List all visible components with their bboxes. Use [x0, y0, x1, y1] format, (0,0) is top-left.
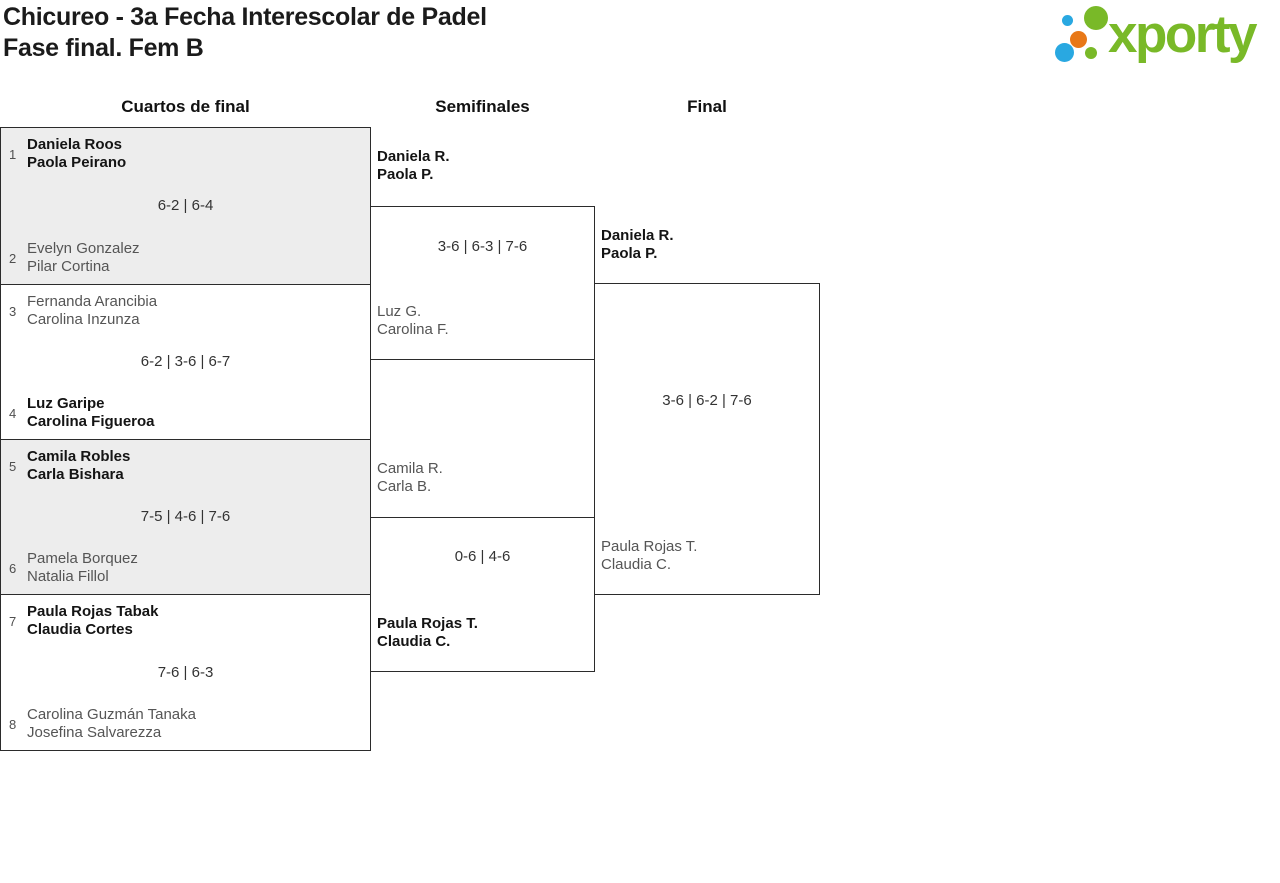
- team-label: Luz G. Carolina F.: [377, 303, 449, 339]
- match-score: 6-2 | 3-6 | 6-7: [140, 353, 231, 370]
- round-header-semifinals: Semifinales: [435, 97, 530, 116]
- player-name: Daniela R.: [601, 227, 674, 244]
- player-name: Camila R.: [377, 460, 443, 477]
- seed-number: 6: [9, 560, 17, 576]
- team-entry: 3 Fernanda Arancibia Carolina Inzunza: [1, 293, 157, 329]
- player-name: Paula Rojas T.: [377, 615, 478, 632]
- match-quarterfinal-4[interactable]: 7 Paula Rojas Tabak Claudia Cortes 7-6 |…: [0, 594, 371, 751]
- team-entry: 5 Camila Robles Carla Bishara: [1, 448, 130, 484]
- logo-dot-icon: [1070, 31, 1087, 48]
- match-score: 7-6 | 6-3: [157, 663, 214, 681]
- xporty-logo[interactable]: xporty: [1050, 3, 1280, 69]
- team-entry: 1 Daniela Roos Paola Peirano: [1, 136, 126, 172]
- player-name: Pilar Cortina: [27, 258, 110, 275]
- team-names: Pamela Borquez Natalia Fillol: [27, 550, 138, 586]
- player-name: Daniela R.: [377, 148, 450, 165]
- player-name: Evelyn Gonzalez: [27, 240, 140, 257]
- player-name: Luz G.: [377, 303, 422, 320]
- logo-dot-icon: [1055, 43, 1074, 62]
- round-header-final: Final: [687, 97, 727, 116]
- player-name: Claudia Cortes: [27, 621, 133, 638]
- player-name: Natalia Fillol: [27, 568, 109, 585]
- team-label: Daniela R. Paola P.: [377, 148, 450, 184]
- seed-number: 5: [9, 458, 17, 474]
- match-score: 3-6 | 6-3 | 7-6: [437, 238, 528, 255]
- match-score: 6-2 | 6-4: [157, 197, 214, 214]
- team-names: Carolina Guzmán Tanaka Josefina Salvarez…: [27, 706, 196, 742]
- team-names: Fernanda Arancibia Carolina Inzunza: [27, 293, 157, 329]
- player-name: Daniela Roos: [27, 136, 123, 153]
- player-name: Luz Garipe: [27, 395, 105, 412]
- seed-number: 8: [9, 716, 17, 732]
- page-title: Chicureo - 3a Fecha Interescolar de Pade…: [3, 2, 487, 64]
- page-title-line1: Chicureo - 3a Fecha Interescolar de Pade…: [3, 3, 487, 31]
- player-name: Carla Bishara: [27, 466, 124, 483]
- seed-number: 2: [9, 250, 17, 266]
- player-name: Camila Robles: [27, 448, 131, 465]
- player-name: Carolina F.: [377, 321, 449, 338]
- team-entry: 6 Pamela Borquez Natalia Fillol: [1, 550, 138, 586]
- team-names: Luz Garipe Carolina Figueroa: [27, 395, 155, 431]
- match-quarterfinal-2[interactable]: 3 Fernanda Arancibia Carolina Inzunza 6-…: [0, 284, 371, 440]
- player-name: Paula Rojas T.: [601, 538, 698, 555]
- seed-number: 7: [9, 613, 17, 629]
- player-name: Paola Peirano: [27, 154, 127, 171]
- team-entry: 4 Luz Garipe Carolina Figueroa: [1, 395, 155, 431]
- match-quarterfinal-1[interactable]: 1 Daniela Roos Paola Peirano 6-2 | 6-4 2…: [0, 127, 371, 285]
- team-names: Paula Rojas Tabak Claudia Cortes: [27, 603, 158, 639]
- match-score: 0-6 | 4-6: [454, 548, 511, 565]
- player-name: Carolina Figueroa: [27, 413, 155, 430]
- match-quarterfinal-3[interactable]: 5 Camila Robles Carla Bishara 7-5 | 4-6 …: [0, 439, 371, 595]
- team-label: Paula Rojas T. Claudia C.: [377, 615, 478, 651]
- player-name: Carolina Guzmán Tanaka: [27, 706, 196, 723]
- logo-wordmark: xporty: [1108, 5, 1257, 64]
- player-name: Paola P.: [377, 166, 434, 183]
- round-header-quarterfinals: Cuartos de final: [121, 97, 250, 116]
- team-names: Camila Robles Carla Bishara: [27, 448, 130, 484]
- seed-number: 3: [9, 303, 17, 319]
- team-names: Daniela Roos Paola Peirano: [27, 136, 126, 172]
- page-title-line2: Fase final. Fem B: [3, 34, 204, 62]
- player-name: Carla B.: [377, 478, 432, 495]
- team-label: Paula Rojas T. Claudia C.: [601, 538, 697, 574]
- player-name: Paola P.: [601, 245, 658, 262]
- match-score: 3-6 | 6-2 | 7-6: [662, 392, 752, 409]
- player-name: Fernanda Arancibia: [27, 293, 158, 310]
- logo-dot-icon: [1062, 15, 1073, 26]
- player-name: Claudia C.: [377, 633, 451, 650]
- team-entry: 2 Evelyn Gonzalez Pilar Cortina: [1, 240, 140, 276]
- match-final[interactable]: 3-6 | 6-2 | 7-6: [594, 283, 820, 595]
- player-name: Carolina Inzunza: [27, 311, 140, 328]
- team-names: Evelyn Gonzalez Pilar Cortina: [27, 240, 140, 276]
- seed-number: 4: [9, 405, 17, 421]
- match-score: 7-5 | 4-6 | 7-6: [140, 508, 231, 525]
- team-entry: 7 Paula Rojas Tabak Claudia Cortes: [1, 603, 158, 639]
- team-label: Daniela R. Paola P.: [601, 227, 674, 263]
- team-entry: 8 Carolina Guzmán Tanaka Josefina Salvar…: [1, 706, 196, 742]
- logo-dot-icon: [1085, 47, 1097, 59]
- player-name: Paula Rojas Tabak: [27, 603, 159, 620]
- player-name: Josefina Salvarezza: [27, 724, 162, 741]
- logo-dot-icon: [1084, 6, 1108, 30]
- team-label: Camila R. Carla B.: [377, 460, 443, 496]
- player-name: Claudia C.: [601, 556, 672, 573]
- player-name: Pamela Borquez: [27, 550, 138, 567]
- seed-number: 1: [9, 146, 17, 162]
